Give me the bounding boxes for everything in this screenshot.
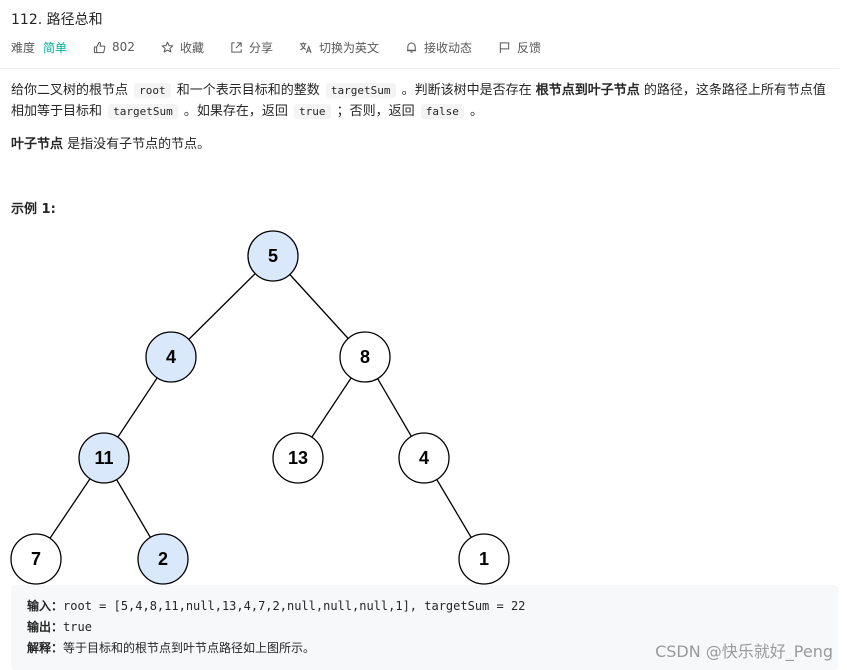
translate-icon	[299, 41, 312, 53]
tree-node: 4	[398, 432, 450, 484]
tree-node-label: 11	[94, 448, 113, 468]
desc-bold: 叶子节点	[11, 137, 64, 152]
explain-label: 解释：	[27, 641, 64, 655]
tree-node: 7	[10, 533, 62, 585]
tree-node-label: 4	[166, 347, 176, 367]
tree-node-circle	[247, 230, 299, 282]
subscribe-button[interactable]: 接收动态	[405, 39, 472, 56]
tree-node-circle	[398, 432, 450, 484]
tree-node-label: 2	[158, 549, 168, 569]
switch-language-label: 切换为英文	[318, 40, 379, 55]
binary-tree-diagram: 5 4 8 11 13 4 7 2 1	[10, 230, 510, 585]
switch-language-button[interactable]: 切换为英文	[299, 39, 379, 56]
desc-bold: 根节点到叶子节点	[535, 83, 640, 98]
example-explain-line: 解释：等于目标和的根节点到叶节点路径如上图所示。	[27, 639, 315, 656]
tree-node: 8	[339, 331, 391, 383]
example-title: 示例 1:	[11, 202, 56, 217]
watermark: CSDN @快乐就好_Peng	[655, 642, 833, 661]
desc-text: 的路径，这条路径上所有节点值相加等于目标和	[11, 83, 826, 119]
tree-node-circle	[10, 533, 62, 585]
problem-title: 112. 路径总和	[11, 12, 103, 28]
feedback-button[interactable]: 反馈	[498, 39, 541, 56]
input-label: 输入：	[27, 599, 64, 613]
tree-node-circle	[145, 331, 197, 383]
tree-node-label: 5	[268, 246, 278, 266]
desc-text: 。	[465, 104, 484, 119]
tree-edges	[35, 255, 485, 560]
inline-code: true	[294, 104, 331, 119]
flag-icon	[499, 41, 510, 53]
input-value: root = [5,4,8,11,null,13,4,7,2,null,null…	[63, 599, 526, 613]
like-button[interactable]: 802	[93, 40, 135, 54]
inline-code: root	[134, 83, 171, 98]
example-codeblock: 输入：root = [5,4,8,11,null,13,4,7,2,null,n…	[11, 585, 838, 670]
share-icon	[231, 41, 242, 53]
output-value: true	[63, 620, 92, 634]
tree-node-circle	[339, 331, 391, 383]
bell-icon	[406, 42, 417, 53]
tree-node-label: 4	[419, 448, 429, 468]
subscribe-label: 接收动态	[423, 40, 472, 55]
header-divider	[0, 68, 839, 69]
leaf-definition: 叶子节点 是指没有子节点的节点。	[11, 135, 210, 155]
tree-node: 5	[247, 230, 299, 282]
output-label: 输出：	[27, 620, 64, 634]
share-label: 分享	[248, 40, 273, 55]
explain-value: 等于目标和的根节点到叶节点路径如上图所示。	[63, 641, 316, 655]
tree-node-label: 13	[288, 448, 308, 468]
tree-node-label: 1	[479, 549, 489, 569]
tree-nodes: 5 4 8 11 13 4 7 2 1	[10, 230, 510, 585]
star-icon	[161, 41, 174, 52]
difficulty-badge: 简单	[43, 40, 68, 55]
desc-text: ；否则，返回	[332, 104, 419, 119]
inline-code: targetSum	[108, 104, 178, 119]
tree-node-label: 7	[31, 549, 41, 569]
like-count: 802	[112, 40, 135, 54]
tree-node-circle	[78, 432, 130, 484]
tree-node: 2	[137, 533, 189, 585]
example-output-line: 输出：true	[27, 618, 92, 635]
feedback-label: 反馈	[517, 40, 542, 55]
problem-meta-bar: 难度 简单 802 收藏 分享 切换为英文 接收动态 反馈	[11, 38, 567, 56]
desc-text: 。如果存在，返回	[179, 104, 293, 119]
tree-node: 4	[145, 331, 197, 383]
description-paragraph: 给你二叉树的根节点 root 和一个表示目标和的整数 targetSum 。判断…	[11, 80, 831, 122]
favorite-label: 收藏	[179, 40, 204, 55]
tree-node-circle	[137, 533, 189, 585]
desc-text: 和一个表示目标和的整数	[172, 83, 324, 98]
example-input-line: 输入：root = [5,4,8,11,null,13,4,7,2,null,n…	[27, 597, 525, 614]
tree-node: 1	[458, 533, 510, 585]
problem-description: 给你二叉树的根节点 root 和一个表示目标和的整数 targetSum 。判断…	[11, 80, 831, 122]
desc-text: 给你二叉树的根节点	[11, 83, 133, 98]
tree-node-circle	[458, 533, 510, 585]
tree-node-circle	[272, 432, 324, 484]
tree-node: 11	[78, 432, 130, 484]
desc-text: 。判断该树中是否存在	[397, 83, 536, 98]
desc-text: 是指没有子节点的节点。	[63, 137, 211, 152]
difficulty-label: 难度	[11, 40, 36, 55]
thumbs-up-icon	[93, 41, 106, 53]
favorite-button[interactable]: 收藏	[161, 39, 204, 56]
inline-code: targetSum	[325, 83, 396, 98]
tree-node-label: 8	[360, 347, 370, 367]
inline-code: false	[420, 104, 464, 119]
tree-node: 13	[272, 432, 324, 484]
share-button[interactable]: 分享	[230, 39, 273, 56]
